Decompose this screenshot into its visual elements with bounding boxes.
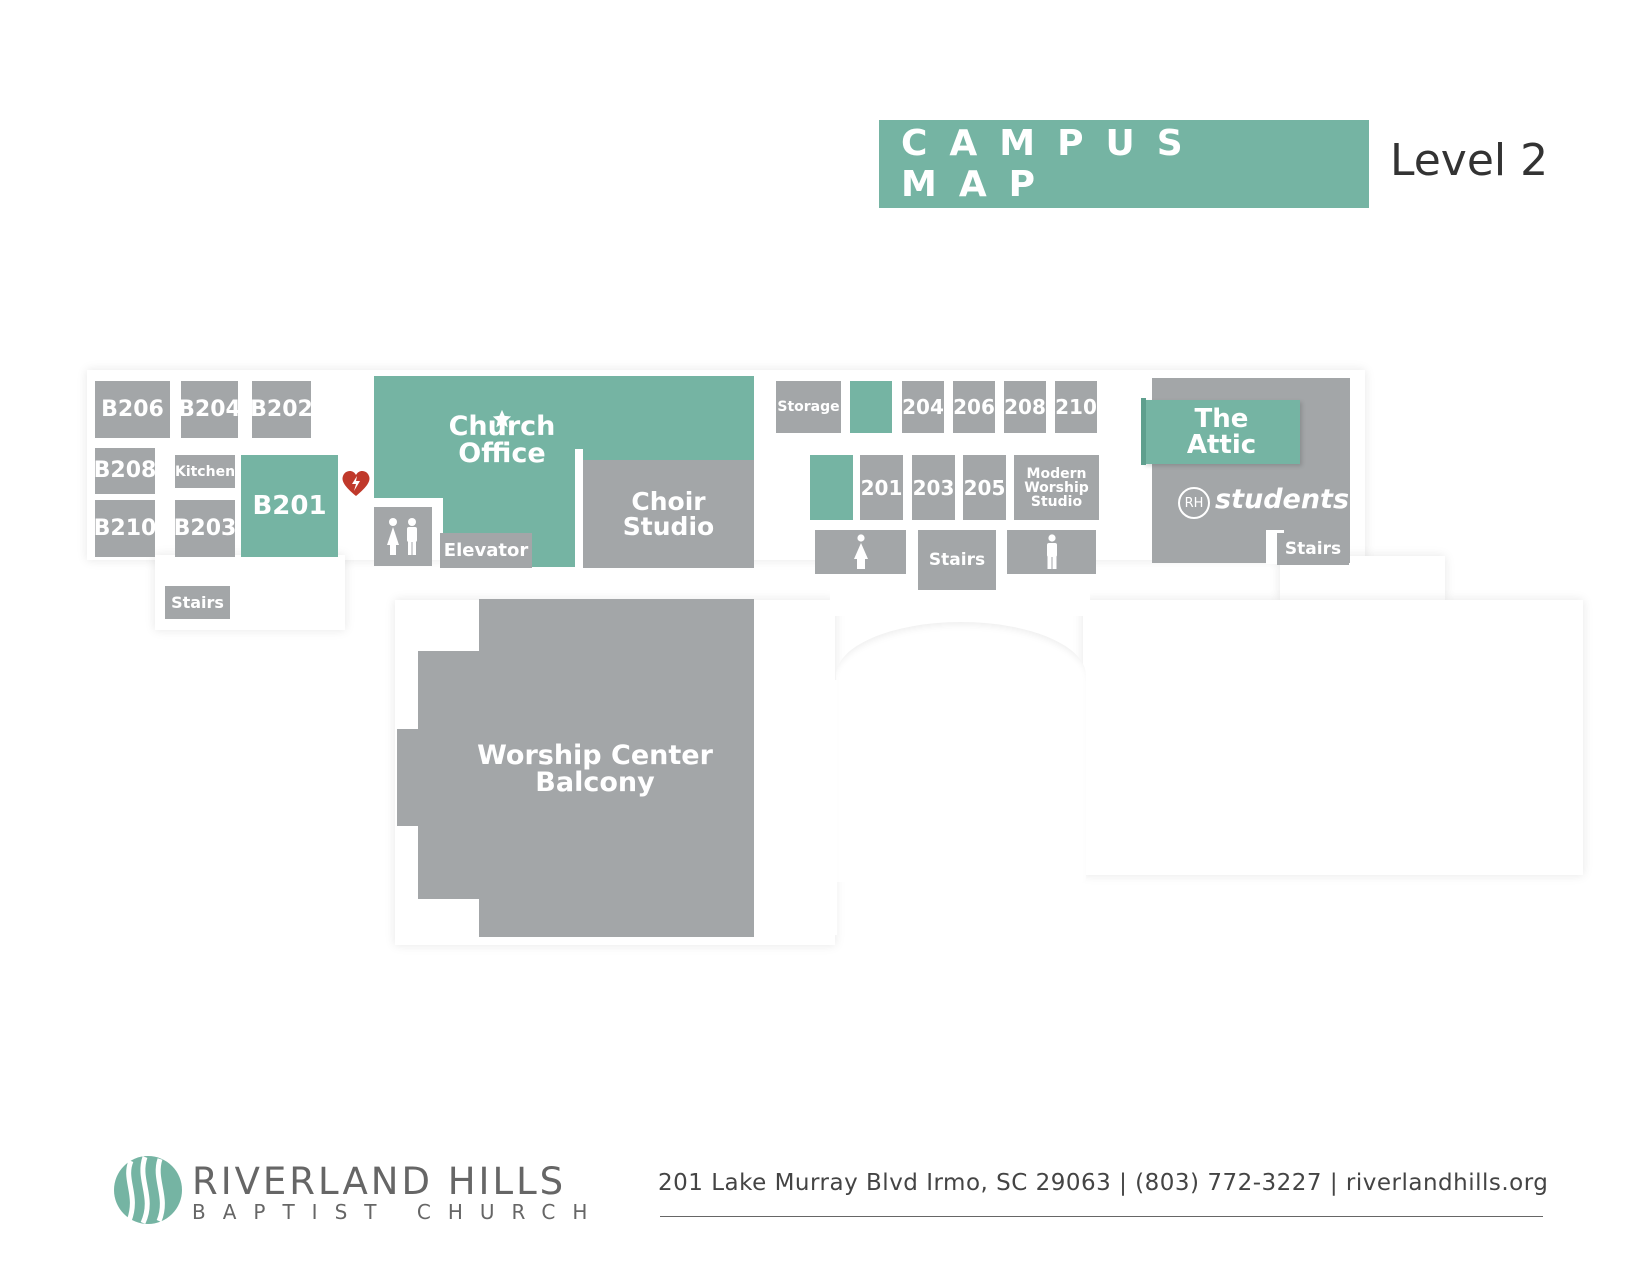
church-office-label: Church Office xyxy=(448,411,556,469)
star-icon xyxy=(492,409,512,428)
office-divider xyxy=(575,449,583,569)
floor-outline-east-wing xyxy=(1083,600,1583,875)
room-kitchen[interactable]: Kitchen xyxy=(175,455,235,488)
restroom-family[interactable] xyxy=(374,507,432,566)
unlabeled-teal-room-south[interactable] xyxy=(810,455,853,520)
room-b203[interactable]: B203 xyxy=(174,500,236,557)
restroom-men[interactable] xyxy=(1007,530,1096,574)
contact-info: 201 Lake Murray Blvd Irmo, SC 29063 | (8… xyxy=(658,1170,1549,1196)
balcony-west-notch xyxy=(397,729,427,826)
room-b202[interactable]: B202 xyxy=(250,381,313,438)
men-restroom-icon xyxy=(1046,534,1057,569)
heart-defibrillator-icon xyxy=(342,470,370,496)
room-201[interactable]: 201 xyxy=(860,455,903,520)
room-b204[interactable]: B204 xyxy=(178,381,241,438)
room-b201[interactable]: B201 xyxy=(241,455,338,557)
storage[interactable]: Storage xyxy=(776,381,841,433)
room-206[interactable]: 206 xyxy=(953,381,995,433)
arch-courtyard xyxy=(836,622,1086,882)
level-label: Level 2 xyxy=(1390,135,1549,186)
room-208[interactable]: 208 xyxy=(1004,381,1046,433)
campus-map-title: CAMPUS MAP xyxy=(879,120,1369,208)
the-attic[interactable]: The Attic xyxy=(1143,400,1300,464)
room-210[interactable]: 210 xyxy=(1055,381,1097,433)
corridor-edge xyxy=(833,680,837,935)
unlabeled-teal-room-north[interactable] xyxy=(850,381,892,433)
stairs-east[interactable]: Stairs xyxy=(1277,533,1349,565)
worship-center-balcony-label: Worship Center Balcony xyxy=(477,740,713,798)
footer-divider xyxy=(660,1216,1543,1217)
elevator[interactable]: Elevator xyxy=(440,533,532,568)
rh-badge-icon: RH xyxy=(1178,487,1210,519)
room-204[interactable]: 204 xyxy=(902,381,944,433)
women-restroom-icon xyxy=(853,534,868,569)
room-b210[interactable]: B210 xyxy=(94,500,156,557)
choir-studio[interactable]: Choir Studio xyxy=(583,460,754,568)
worship-center-balcony[interactable] xyxy=(479,599,754,937)
restroom-family-icon xyxy=(387,517,417,555)
students-label: students xyxy=(1215,484,1350,515)
riverland-hills-logo-icon xyxy=(114,1156,182,1225)
room-203[interactable]: 203 xyxy=(912,455,955,520)
org-subtitle: BAPTIST CHURCH xyxy=(192,1200,605,1224)
room-b208[interactable]: B208 xyxy=(94,448,156,494)
stairs-west[interactable]: Stairs xyxy=(165,586,230,619)
stairs-center[interactable]: Stairs xyxy=(918,530,996,590)
restroom-women[interactable] xyxy=(815,530,906,574)
org-name: RIVERLAND HILLS xyxy=(192,1160,567,1203)
room-b206[interactable]: B206 xyxy=(95,381,170,438)
attic-tab xyxy=(1141,398,1146,465)
room-205[interactable]: 205 xyxy=(963,455,1006,520)
modern-worship-studio[interactable]: Modern Worship Studio xyxy=(1014,455,1099,520)
